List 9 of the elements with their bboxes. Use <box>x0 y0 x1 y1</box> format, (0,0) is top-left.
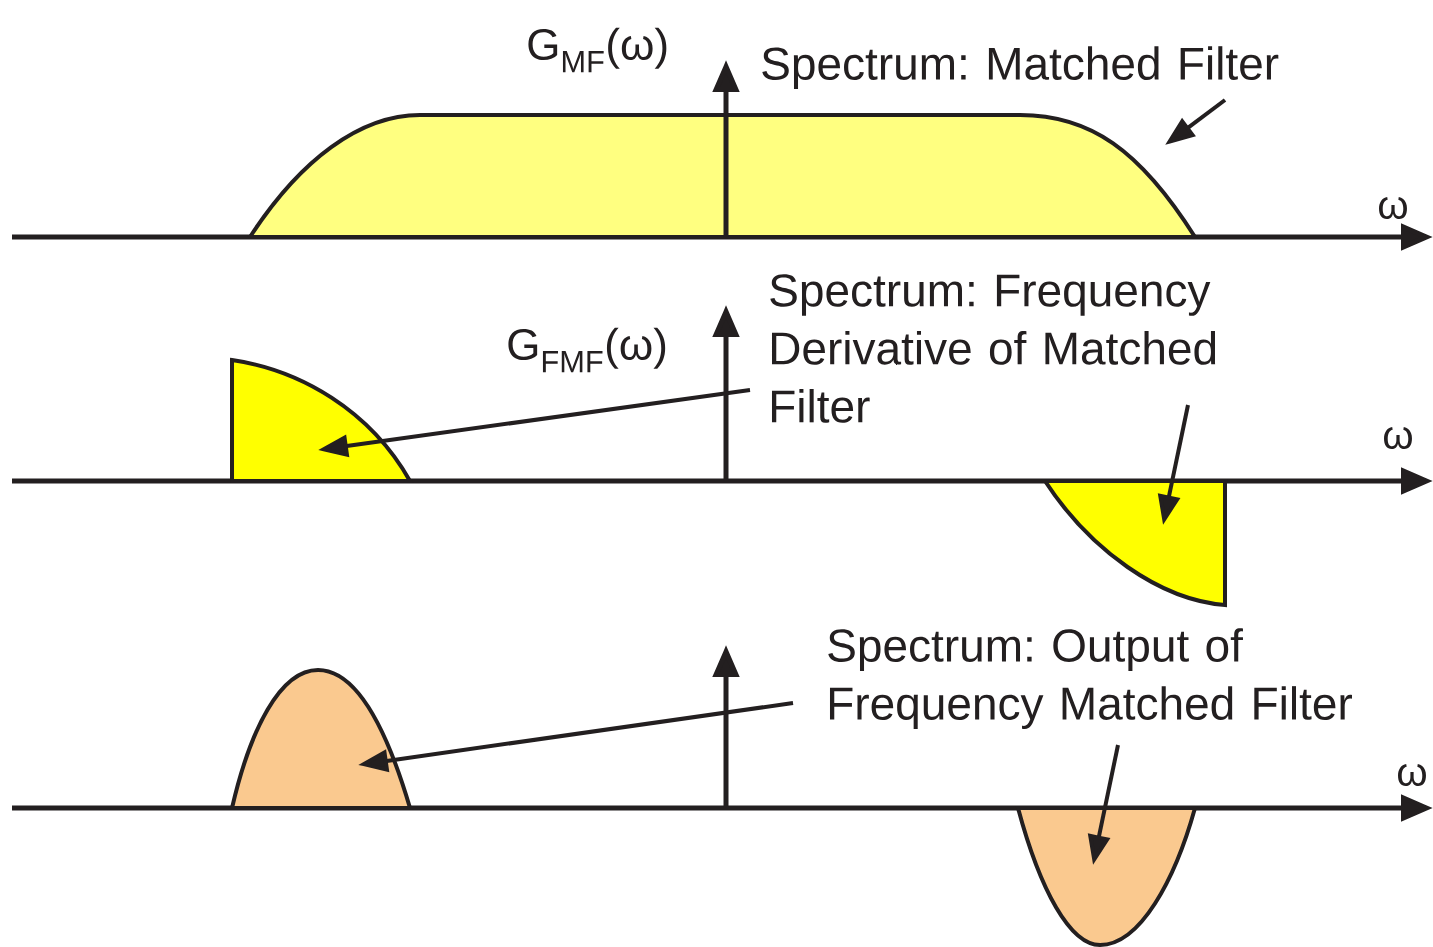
axis-label: ω <box>1384 427 1412 449</box>
axis-label: G$_{MF}$(ω) <box>528 27 667 73</box>
annotation-text: Spectrum: Frequency Derivative of Matched Filter <box>770 274 1216 423</box>
axis-label: G$_{FMF}$(ω) <box>508 327 666 373</box>
axis-label: ω <box>1379 197 1407 219</box>
annotation-text: Spectrum: Matched Filter <box>762 46 1279 90</box>
spectrum-shape <box>1016 806 1197 947</box>
annotation-text: Spectrum: Output of Frequency Matched Filter <box>828 628 1352 730</box>
axis-label: ω <box>1398 764 1426 786</box>
